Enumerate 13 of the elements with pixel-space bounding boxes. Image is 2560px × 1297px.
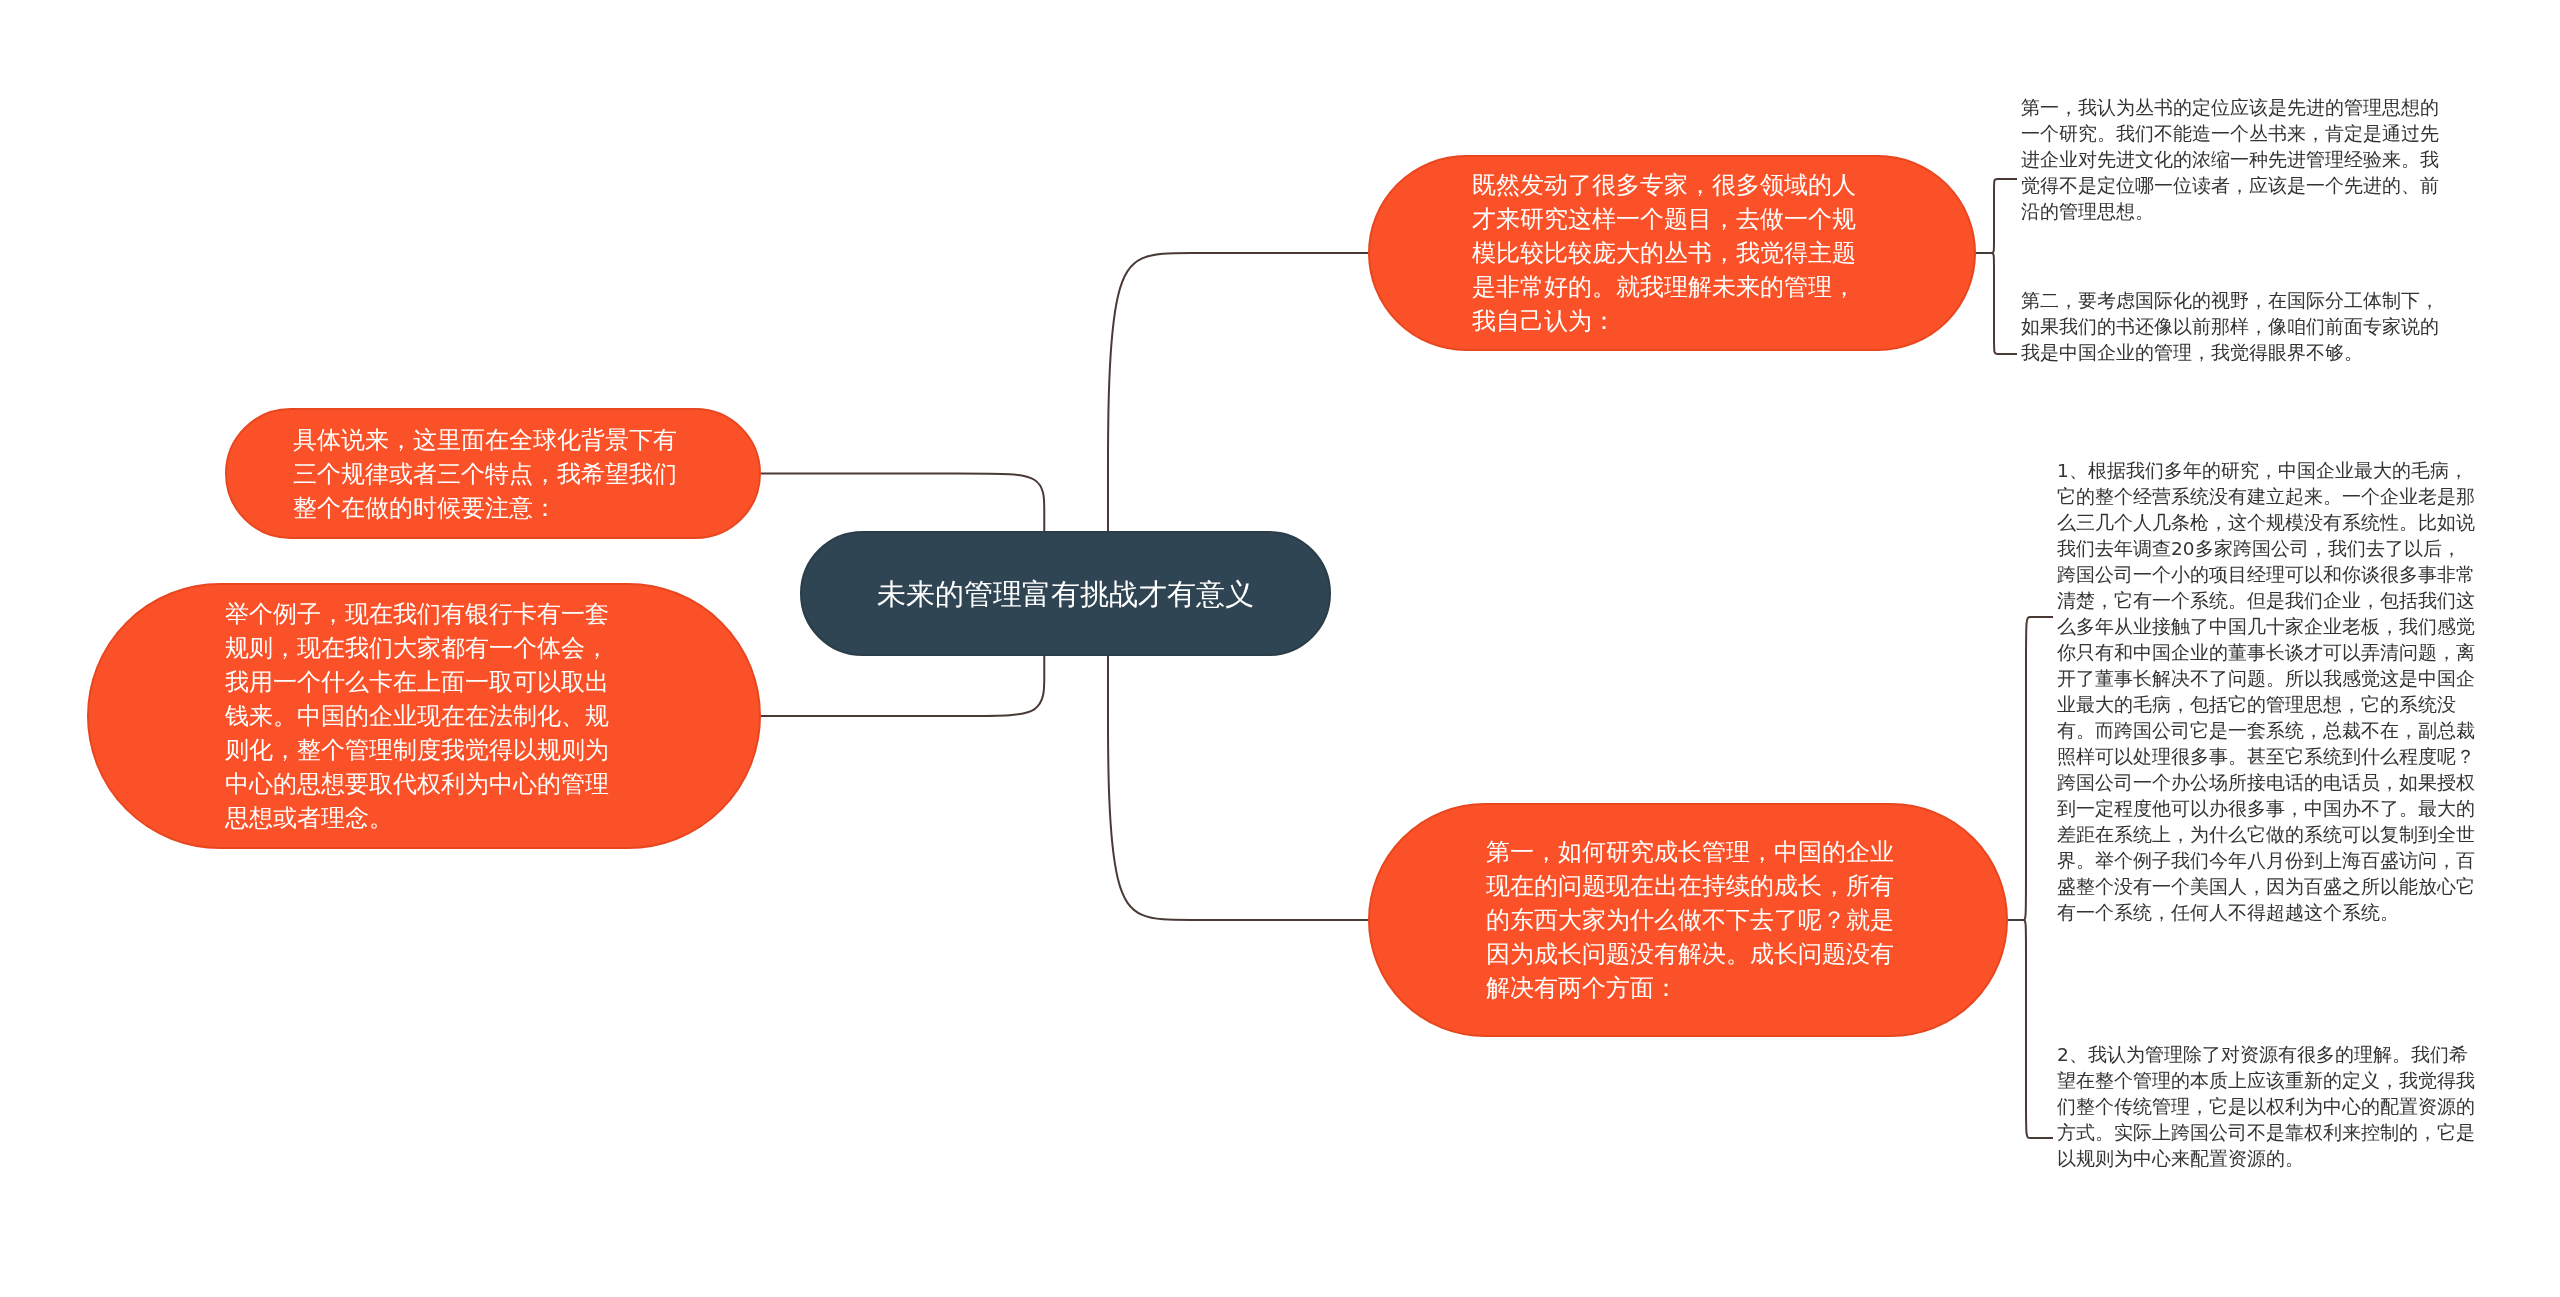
topic-text: 未来的管理富有挑战才有意义: [877, 575, 1254, 613]
note-text: 2、我认为管理除了对资源有很多的理解。我们希望在整个管理的本质上应该重新的定义，我觉得我们整个传统管理，它是以权利为中心的配置资源的方式。实际上跨国公司不是靠权利来控制的，它是以规则为中心来配置资源的。: [2057, 1042, 2477, 1172]
connector-line: [1107, 252, 1369, 532]
topic-text: 具体说来，这里面在全球化背景下有三个规律或者三个特点，我希望我们整个在做的时候要注意：: [293, 424, 678, 524]
note-text: 第一，我认为丛书的定位应该是先进的管理思想的一个研究。我们不能造一个丛书来，肯定是通过先进企业对先进文化的浓缩一种先进管理经验来。我觉得不是定位哪一位读者，应该是一个先进的、前沿的管理思想。: [2021, 95, 2441, 225]
topic-text: 举个例子，现在我们有银行卡有一套规则，现在我们大家都有一个体会，我用一个什么卡在上面一取可以取出钱来。中国的企业现在在法制化、规则化，整个管理制度我觉得以规则为中心的思想要取代权利为中心的管理思想或者理念。: [225, 599, 609, 834]
connector-line: [760, 655, 1046, 717]
topic-text: 第一，如何研究成长管理，中国的企业现在的问题现在出在持续的成长，所有的东西大家为什么做不下去了呢？就是因为成长问题没有解决。成长问题没有解决有两个方面：: [1486, 837, 1895, 1004]
topic-text: 既然发动了很多专家，很多领域的人才来研究这样一个题目，去做一个规模比较比较庞大的丛书，我觉得主题是非常好的。就我理解未来的管理，我自己认为：: [1472, 170, 1857, 337]
connector-line: [1107, 655, 1369, 921]
note-text: 第二，要考虑国际化的视野，在国际分工体制下，如果我们的书还像以前那样，像咱们前面专家说的我是中国企业的管理，我觉得眼界不够。: [2021, 288, 2441, 366]
note-text: 1、根据我们多年的研究，中国企业最大的毛病，它的整个经营系统没有建立起来。一个企业老是那么三几个人几条枪，这个规模没有系统性。比如说我们去年调查20多家跨国公司，我们去了以后，跨国公司一个小的项目经理可以和你谈很多事非常清楚，它有一个系统。但是我们企业，包括我们这么多年从业接触了中国几十家企业老板，我们感觉你只有和中国企业的董事长谈才可以弄清问题，离开了董事长解决不了问题。所以我感觉这是中国企业最大的毛病，包括它的管理思想，它的系统没有。而跨国公司它是一套系统，总裁不在，副总裁照样可以处理很多事。甚至它系统到什么程度呢？跨国公司一个办公场所接电话的电话员，如果授权到一定程度他可以办很多事，中国办不了。最大的差距在系统上，为什么它做的系统可以复制到全世界。举个例子我们今年八月份到上海百盛访问，百盛整个没有一个美国人，因为百盛之所以能放心它有一个系统，任何人不得超越这个系统。: [2057, 458, 2477, 926]
connector-line: [760, 472, 1046, 532]
